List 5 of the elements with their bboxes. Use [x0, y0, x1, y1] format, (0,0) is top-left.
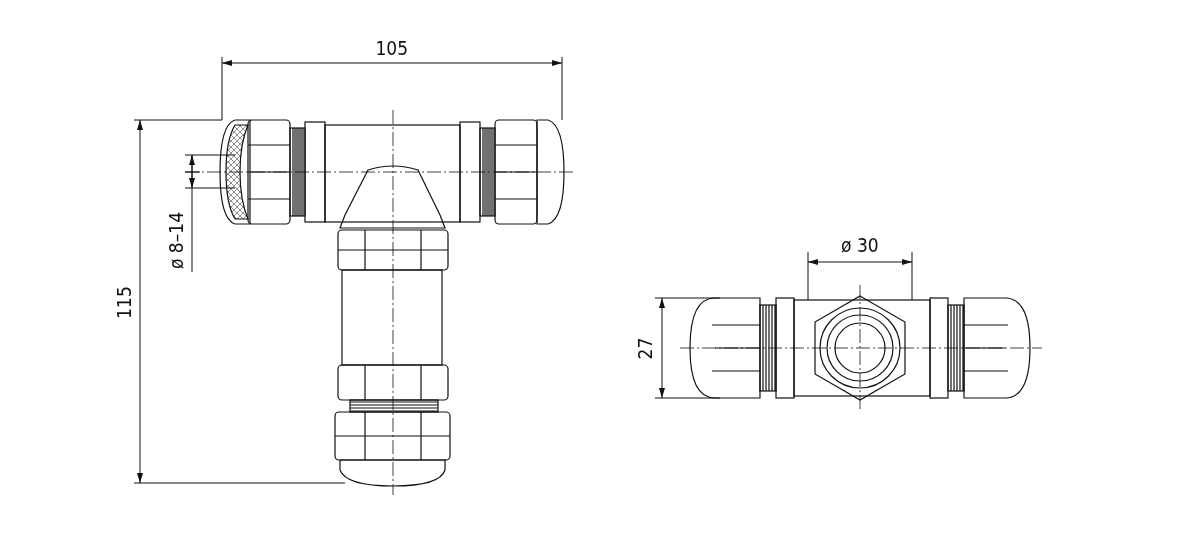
dimension-label: 115	[114, 285, 134, 319]
dimension-label: 105	[375, 38, 409, 58]
dimension-label: ø 8–14	[166, 211, 186, 269]
dimension-label: ø 30	[841, 235, 879, 255]
dimension-label: 27	[636, 337, 656, 359]
